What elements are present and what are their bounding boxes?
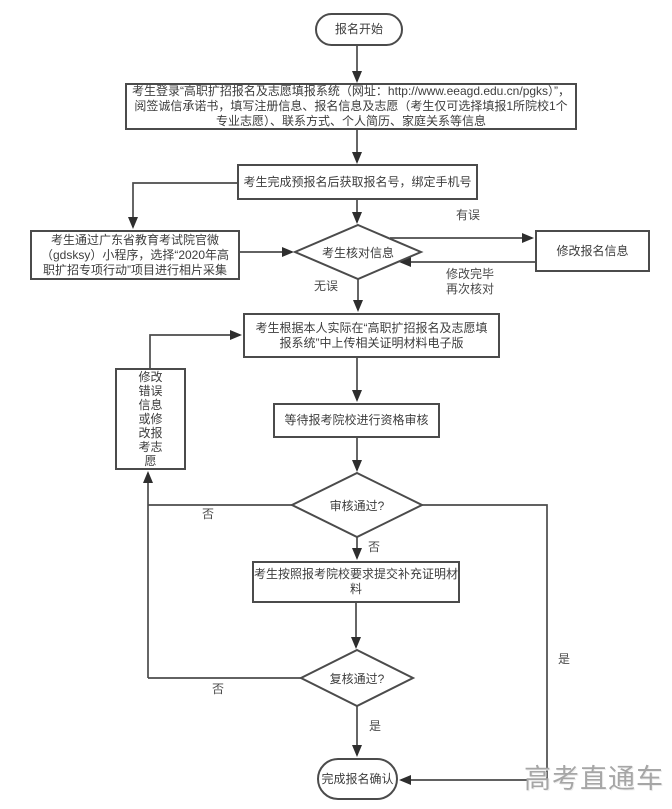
- edge-label-recheck-fail: 否: [211, 682, 224, 696]
- node-start-label: 报名开始: [334, 22, 383, 36]
- decision-recheck-label: 复核通过?: [301, 650, 413, 706]
- node-supplement-materials-label: 考生按照报考院校要求提交补充证明材料: [254, 567, 459, 596]
- decision-verify-text: 考生核对信息: [321, 245, 394, 260]
- decision-recheck-text: 复核通过?: [329, 671, 385, 686]
- node-end-label: 完成报名确认: [321, 771, 394, 786]
- node-photo-collection: 考生通过广东省教育考试院官微（gdsksy）小程序，选择“2020年高职扩招专项…: [30, 230, 240, 280]
- edge-label-audit-fail-down: 否: [367, 540, 380, 554]
- node-modify-error-or-preference-label: 修改错误信息或修改报考志愿: [138, 370, 163, 468]
- decision-audit-text: 审核通过?: [329, 498, 385, 513]
- node-photo-collection-label: 考生通过广东省教育考试院官微（gdsksy）小程序，选择“2020年高职扩招专项…: [40, 232, 230, 277]
- decision-audit-label: 审核通过?: [292, 473, 422, 537]
- edge-label-modify-done-line2: 再次核对: [445, 282, 494, 296]
- edge-label-recheck-pass: 是: [368, 719, 381, 733]
- node-login-label: 考生登录“高职扩招报名及志愿填报系统（网址：http://www.eeagd.e…: [131, 84, 571, 128]
- edge-label-has-error: 有误: [455, 208, 480, 222]
- edge-label-no-error: 无误: [313, 279, 338, 293]
- node-start: 报名开始: [315, 13, 403, 46]
- node-end: 完成报名确认: [317, 758, 398, 800]
- edge-label-audit-fail-left: 否: [201, 507, 214, 521]
- edge-audit-yes-end: [399, 504, 548, 785]
- node-preregister: 考生完成预报名后获取报名号，绑定手机号: [237, 164, 478, 200]
- node-modify-info-label: 修改报名信息: [556, 243, 629, 258]
- edge-label-modify-done-line1: 修改完毕: [445, 267, 494, 281]
- decision-verify-label: 考生核对信息: [295, 225, 421, 279]
- edge-modifynarrow-upload: [149, 330, 242, 368]
- node-modify-error-or-preference: 修改错误信息或修改报考志愿: [115, 368, 186, 470]
- edge-preregister-photo: [128, 182, 237, 229]
- node-upload-materials: 考生根据本人实际在“高职扩招报名及志愿填报系统”中上传相关证明材料电子版: [243, 313, 500, 358]
- node-wait-audit-label: 等待报考院校进行资格审核: [284, 413, 429, 427]
- edge-label-audit-pass: 是: [557, 652, 570, 666]
- decision-recheck-shape: [298, 648, 416, 708]
- node-supplement-materials: 考生按照报考院校要求提交补充证明材料: [252, 561, 460, 603]
- watermark-gaokao-zhitongche: 高考直通车: [524, 764, 664, 794]
- node-preregister-label: 考生完成预报名后获取报名号，绑定手机号: [243, 174, 472, 189]
- node-wait-audit: 等待报考院校进行资格审核: [273, 403, 440, 438]
- edge-label-modify-done: 修改完毕 再次核对: [440, 267, 500, 297]
- node-modify-info: 修改报名信息: [535, 230, 650, 272]
- node-login: 考生登录“高职扩招报名及志愿填报系统（网址：http://www.eeagd.e…: [125, 83, 577, 130]
- decision-audit-shape: [289, 471, 425, 539]
- decision-verify-shape: [292, 223, 424, 281]
- node-upload-materials-label: 考生根据本人实际在“高职扩招报名及志愿填报系统”中上传相关证明材料电子版: [255, 320, 488, 350]
